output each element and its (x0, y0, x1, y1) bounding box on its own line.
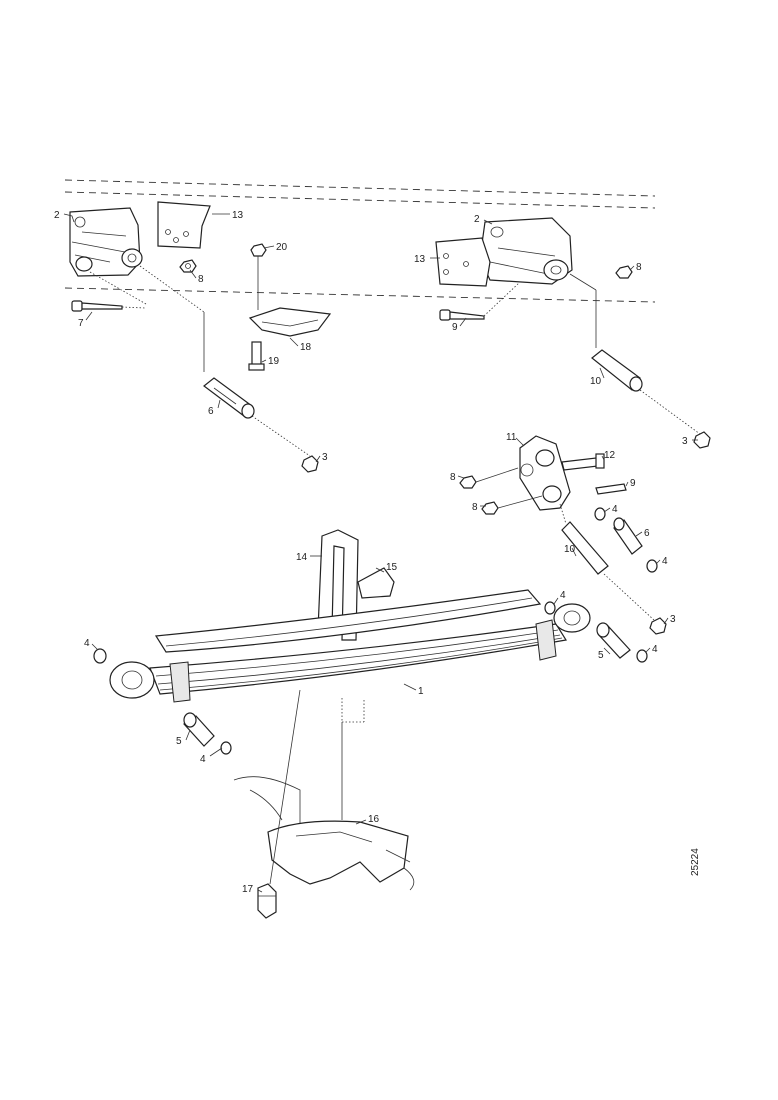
callout-12: 12 (604, 450, 616, 461)
callout-4: 4 (560, 590, 566, 601)
callout-2: 2 (474, 214, 480, 225)
main-leaf-spring (149, 619, 567, 703)
bump-stop-nut (250, 243, 267, 257)
shackle-bolt-upper (561, 453, 605, 471)
left-nut (179, 259, 197, 273)
callout-4: 4 (612, 504, 618, 515)
callout-9: 9 (630, 478, 636, 489)
left-bolt (71, 300, 146, 312)
shackle-lock-nut (649, 617, 667, 635)
shackle-bushing (613, 517, 643, 555)
right-eye-washer-2 (636, 649, 648, 663)
right-hanger-bracket (479, 217, 573, 285)
axle-pad (233, 776, 415, 891)
frame-rail-lines (64, 179, 656, 303)
callout-leaders (63, 213, 698, 893)
shackle-nut-upper (459, 475, 477, 489)
left-gusset-plate (157, 201, 211, 249)
right-lock-nut (693, 431, 711, 449)
left-shackle-pin (203, 377, 255, 419)
callout-8: 8 (472, 502, 478, 513)
callout-15: 15 (386, 562, 398, 573)
callout-14: 14 (296, 552, 308, 563)
right-bolt (439, 309, 485, 321)
u-bolt-nut (257, 883, 277, 919)
callout-7: 7 (78, 318, 84, 329)
callout-4: 4 (84, 638, 90, 649)
callout-10: 10 (590, 376, 602, 387)
right-eye-washer (544, 601, 556, 615)
left-eye-washer (93, 648, 107, 664)
callout-6: 6 (208, 406, 214, 417)
left-front-hanger-bracket (69, 207, 143, 277)
callout-labels: 2 13 8 7 20 18 19 6 3 2 13 8 9 10 3 11 1… (54, 210, 688, 895)
drawing-number: 25224 (690, 848, 701, 876)
callout-6: 6 (644, 528, 650, 539)
callout-1: 1 (418, 686, 424, 697)
callout-10: 10 (564, 544, 576, 555)
shackle-washer-2 (646, 559, 658, 573)
callout-5: 5 (598, 650, 604, 661)
callout-13: 13 (414, 254, 426, 265)
callout-18: 18 (300, 342, 312, 353)
callout-17: 17 (242, 884, 254, 895)
callout-3: 3 (322, 452, 328, 463)
bump-stop-bolt (248, 341, 265, 371)
callout-19: 19 (268, 356, 280, 367)
shackle-bolt-lower (595, 483, 627, 495)
shackle-plate (519, 435, 571, 511)
bump-stop-plate (248, 307, 332, 337)
callout-4: 4 (200, 754, 206, 765)
shackle-nut-lower (481, 501, 499, 515)
callout-4: 4 (652, 644, 658, 655)
shackle-pin (559, 503, 609, 575)
callout-20: 20 (276, 242, 288, 253)
callout-16: 16 (368, 814, 380, 825)
callout-5: 5 (176, 736, 182, 747)
right-shackle-pin (591, 349, 643, 392)
callout-13: 13 (232, 210, 244, 221)
callout-3: 3 (670, 614, 676, 625)
u-bolt-bracket (357, 567, 395, 599)
callout-8: 8 (636, 262, 642, 273)
callout-2: 2 (54, 210, 60, 221)
callout-8: 8 (450, 472, 456, 483)
left-lock-nut (301, 455, 319, 473)
callout-11: 11 (506, 432, 517, 443)
right-gusset-plate (435, 237, 491, 287)
left-eye-bushing (183, 712, 215, 747)
callout-3: 3 (682, 436, 688, 447)
left-eye-washer-2 (220, 741, 232, 755)
spring-eye-right (553, 603, 591, 633)
callout-4: 4 (662, 556, 668, 567)
shackle-washer (594, 507, 606, 521)
callout-8: 8 (198, 274, 204, 285)
upper-leaf (154, 589, 542, 653)
spring-eye-left (109, 661, 155, 699)
right-eye-bushing (596, 622, 631, 659)
right-nut (615, 265, 633, 279)
callout-9: 9 (452, 322, 458, 333)
